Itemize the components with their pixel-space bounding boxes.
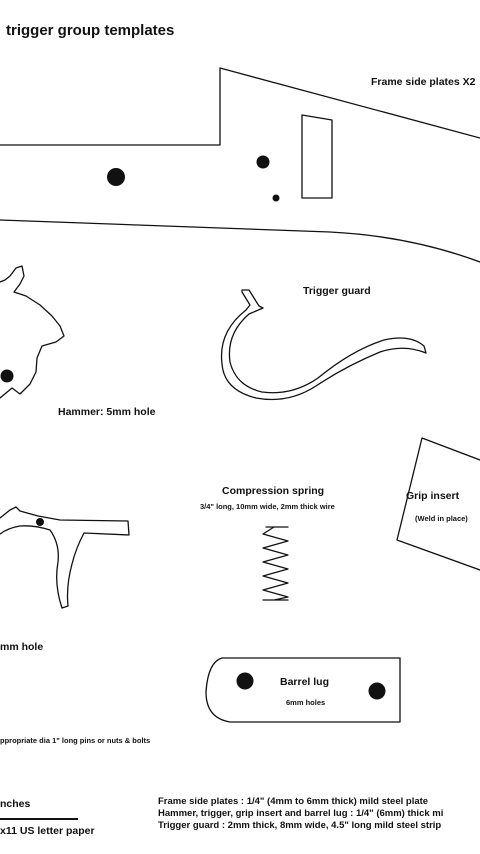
barrel-lug-label: Barrel lug <box>280 676 330 688</box>
frame-hole-medium <box>256 155 270 169</box>
frame-hole-large <box>107 168 125 186</box>
materials-line: Trigger guard : 2mm thick, 8mm wide, 4.5… <box>158 820 442 831</box>
frame-side-plates-label: Frame side plates X2 <box>371 76 476 88</box>
barrel-lug-hole-left <box>236 672 254 690</box>
grip-note-label: (Weld in place) <box>415 514 468 523</box>
materials-line: Frame side plates : 1/4" (4mm to 6mm thi… <box>158 796 429 807</box>
scale-rule <box>0 818 78 820</box>
materials-notes: Frame side plates : 1/4" (4mm to 6mm thi… <box>158 796 443 832</box>
trigger-guard-label: Trigger guard <box>303 285 371 297</box>
inches-label: nches <box>0 798 31 810</box>
frame-side-plate <box>0 67 480 263</box>
trigger-template <box>0 506 130 609</box>
hammer-hole <box>0 369 14 383</box>
frame-slot <box>301 114 333 199</box>
trigger-hole <box>36 518 44 526</box>
trigger-hole-label: mm hole <box>0 641 44 653</box>
frame-hole-small <box>272 194 280 202</box>
pins-note: ppropriate dia 1" long pins or nuts & bo… <box>0 736 151 745</box>
trigger-guard-template <box>220 289 427 401</box>
compression-spring <box>262 526 289 601</box>
spring-spec-label: 3/4" long, 10mm wide, 2mm thick wire <box>200 502 335 511</box>
hammer-label: Hammer: 5mm hole <box>58 406 156 418</box>
barrel-lug-template <box>205 657 401 723</box>
materials-line: Hammer, trigger, grip insert and barrel … <box>158 808 444 819</box>
grip-insert-template <box>396 437 480 571</box>
compression-spring-label: Compression spring <box>222 485 325 497</box>
barrel-holes-label: 6mm holes <box>286 698 326 707</box>
barrel-lug-hole-right <box>368 682 386 700</box>
hammer-template <box>0 265 65 399</box>
grip-insert-label: Grip insert <box>406 490 460 502</box>
page-title: trigger group templates <box>6 22 175 39</box>
paper-size-label: x11 US letter paper <box>0 825 95 837</box>
